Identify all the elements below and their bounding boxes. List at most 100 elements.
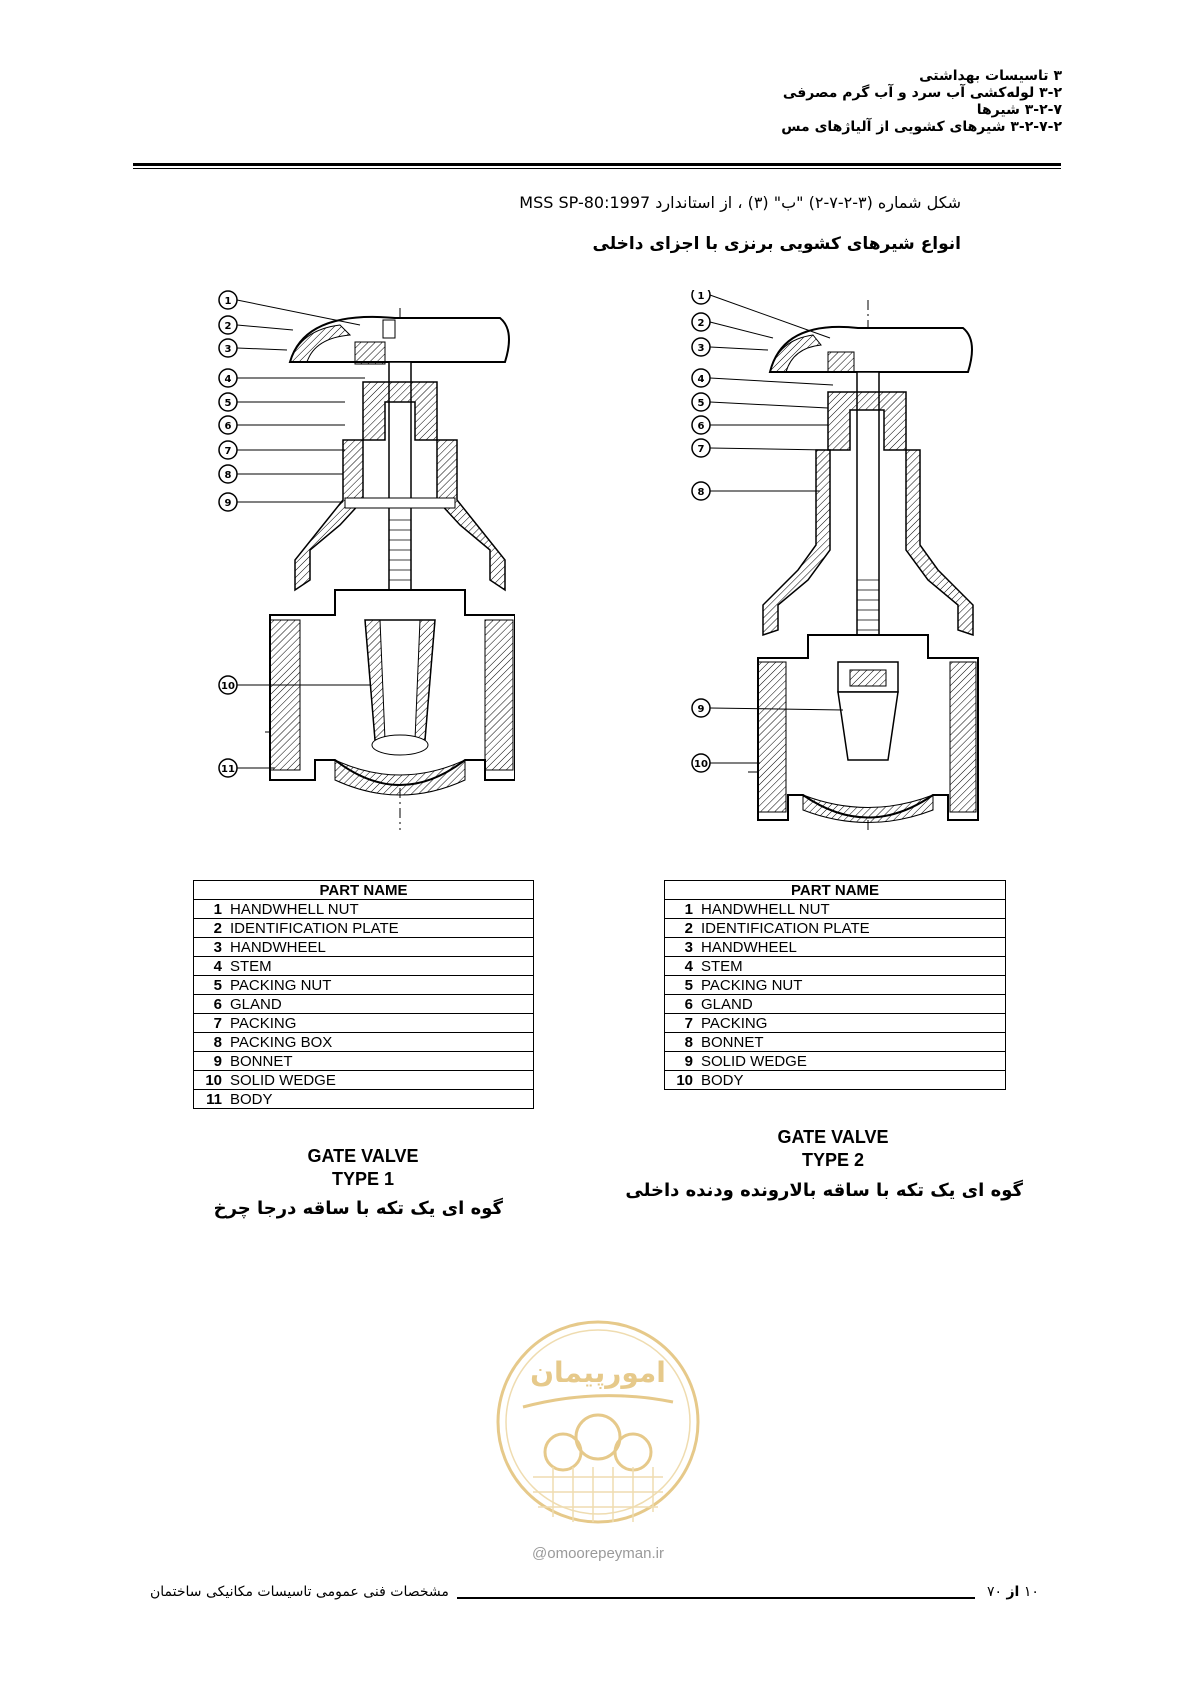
part-name: SOLID WEDGE: [701, 1052, 807, 1070]
svg-text:2: 2: [225, 321, 232, 332]
part-number: 10: [205, 1071, 222, 1089]
valve-type1-title-line2: TYPE 1: [331, 1169, 395, 1189]
table-row: 3 HANDWHEEL: [193, 937, 534, 957]
watermark-site-text: omoorepeyman.ir: [547, 1545, 664, 1562]
part-number: 9: [213, 1052, 222, 1070]
part-name: BODY: [230, 1090, 273, 1108]
valve-type2-title-line2: TYPE 2: [801, 1150, 865, 1170]
part-name: GLAND: [230, 995, 282, 1013]
callout-7: 7: [691, 438, 827, 458]
part-number: 1: [684, 900, 693, 918]
svg-text:4: 4: [225, 374, 232, 385]
callout-7: 7: [218, 440, 345, 460]
valve-type1-title-line1: GATE VALVE: [307, 1146, 419, 1166]
header-rule-thin: [133, 168, 1061, 169]
svg-text:6: 6: [698, 421, 705, 432]
parts-table-type2: PART NAME 1 HANDWHELL NUT 2 IDENTIFICATION …: [664, 880, 1006, 1090]
svg-text:5: 5: [225, 398, 232, 409]
callout-3: 3: [691, 337, 769, 357]
header-line-2: ۳-۲ لوله‌کشی آب سرد و آب گرم مصرفی: [782, 85, 1062, 101]
table-row: 1 HANDWHELL NUT: [664, 899, 1006, 919]
callout-5: 5: [218, 392, 345, 412]
svg-text:9: 9: [698, 704, 705, 715]
table-row: 6 GLAND: [193, 994, 534, 1014]
svg-text:1: 1: [698, 291, 705, 302]
part-name: BONNET: [701, 1033, 764, 1051]
part-name: IDENTIFICATION PLATE: [701, 919, 870, 937]
part-name: HANDWHELL NUT: [230, 900, 359, 918]
part-name: HANDWHELL NUT: [701, 900, 830, 918]
part-name: HANDWHEEL: [230, 938, 326, 956]
callout-6: 6: [218, 415, 345, 435]
watermark-site: @omoorepeyman.ir: [503, 1545, 693, 1562]
part-name: PACKING NUT: [230, 976, 332, 994]
callout-5: 5: [691, 392, 829, 412]
part-number: 2: [684, 919, 693, 937]
callout-3: 3: [218, 338, 288, 358]
part-number: 1: [213, 900, 222, 918]
callout-8: 8: [691, 481, 820, 501]
table-row: 8 PACKING BOX: [193, 1032, 534, 1052]
svg-text:10: 10: [221, 681, 235, 692]
valve-type1-drawing: 1 2 3 4 5 6 7 8 9 10 11: [215, 290, 515, 835]
callout-1: 1: [691, 290, 831, 339]
part-name: STEM: [701, 957, 743, 975]
callout-10: 10: [691, 753, 760, 773]
page-current: ۱۰: [1023, 1584, 1039, 1600]
valve-type2-title-fa: گوه ای یک تکه با ساقه بالارونده ودنده دا…: [625, 1180, 1023, 1201]
page-of: از: [1006, 1584, 1020, 1600]
callout-4: 4: [691, 368, 834, 388]
page-total: ۷۰: [987, 1584, 1003, 1600]
table-header: PART NAME: [664, 880, 1006, 900]
part-name: STEM: [230, 957, 272, 975]
callout-11: 11: [218, 758, 275, 778]
callout-4: 4: [218, 368, 365, 388]
part-number: 8: [684, 1033, 693, 1051]
part-name: HANDWHEEL: [701, 938, 797, 956]
svg-text:4: 4: [698, 374, 705, 385]
svg-text:7: 7: [698, 444, 705, 455]
header-rule-thick: [133, 163, 1061, 166]
part-number: 6: [684, 995, 693, 1013]
header-line-4: ۳-۲-۷-۲ شیرهای کشویی از آلیاژهای مس: [781, 119, 1062, 135]
callout-2: 2: [218, 315, 294, 335]
valve-type2-title: GATE VALVE TYPE 2: [723, 1126, 943, 1172]
table-row: 8 BONNET: [664, 1032, 1006, 1052]
part-number: 4: [213, 957, 222, 975]
callout-2: 2: [691, 312, 774, 339]
svg-text:3: 3: [698, 343, 705, 354]
valve-type2-drawing: 1 2 3 4 5 6 7 8 9 10: [688, 290, 988, 835]
svg-text:11: 11: [221, 764, 235, 775]
part-number: 3: [684, 938, 693, 956]
part-name: BONNET: [230, 1052, 293, 1070]
valve-type2-title-line1: GATE VALVE: [777, 1127, 889, 1147]
part-number: 5: [213, 976, 222, 994]
part-number: 4: [684, 957, 693, 975]
callout-8: 8: [218, 464, 343, 484]
figure-subtitle: انواع شیرهای کشویی برنزی با اجزای داخلی: [592, 234, 962, 254]
valve-type1-title-fa: گوه ای یک تکه با ساقه درجا چرخ: [213, 1198, 503, 1219]
svg-text:5: 5: [698, 398, 705, 409]
part-number: 11: [206, 1090, 222, 1108]
callout-10: 10: [218, 675, 370, 695]
header-line-3: ۳-۲-۷ شیرها: [976, 102, 1062, 118]
table-row: 5 PACKING NUT: [193, 975, 534, 995]
section-header: ۳ تاسیسات بهداشتی ۳-۲ لوله‌کشی آب سرد و …: [362, 68, 1062, 136]
callout-6: 6: [691, 415, 828, 435]
svg-text:3: 3: [225, 344, 232, 355]
part-number: 3: [213, 938, 222, 956]
table-row: 3 HANDWHEEL: [664, 937, 1006, 957]
svg-text:6: 6: [225, 421, 232, 432]
svg-text:9: 9: [225, 498, 232, 509]
part-name: PACKING BOX: [230, 1033, 333, 1051]
header-line-1: ۳ تاسیسات بهداشتی: [919, 68, 1062, 84]
part-number: 8: [213, 1033, 222, 1051]
part-number: 6: [213, 995, 222, 1013]
valve-type1-title: GATE VALVE TYPE 1: [253, 1145, 473, 1191]
footer-title: مشخصات فنی عمومی تاسیسات مکانیکی ساختمان: [150, 1584, 449, 1600]
